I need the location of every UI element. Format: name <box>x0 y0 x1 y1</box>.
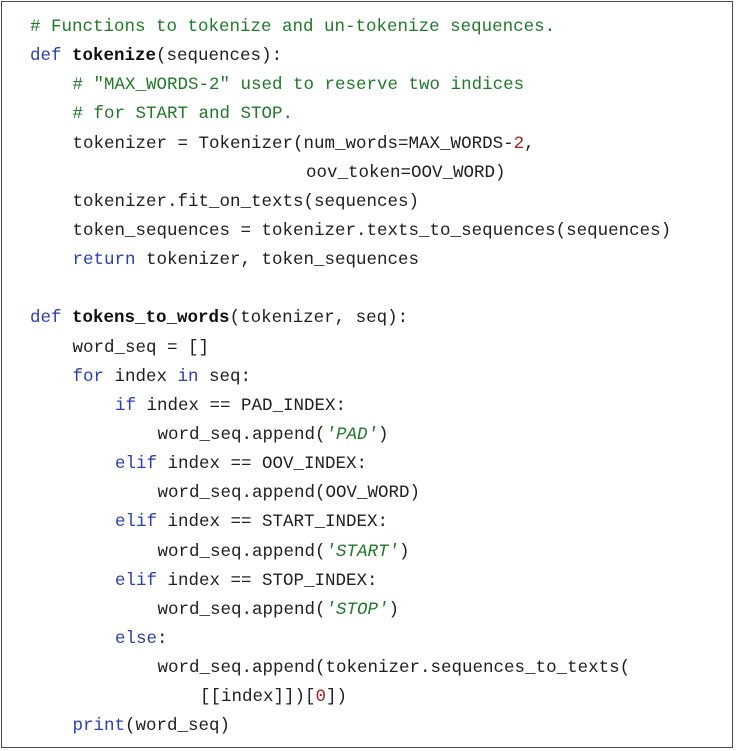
code-keyword: elif <box>115 512 158 533</box>
code-text: index == START_INDEX: <box>157 512 389 533</box>
code-line: elif index == OOV_INDEX: <box>2 450 734 479</box>
code-line: token_sequences = tokenizer.texts_to_seq… <box>2 217 734 246</box>
code-text: tokenizer = Tokenizer(num_words=MAX_WORD… <box>72 133 514 154</box>
code-text: word_seq.append( <box>157 599 326 620</box>
code-keyword: return <box>72 250 136 271</box>
code-text <box>62 308 73 328</box>
code-line: word_seq.append('PAD') <box>2 421 734 450</box>
code-text: (word_seq) <box>125 716 231 737</box>
code-text: (tokenizer, seq): <box>229 308 409 329</box>
code-number: 2 <box>513 133 525 154</box>
code-keyword: in <box>177 366 199 387</box>
code-text: (sequences): <box>156 46 283 67</box>
code-line: # "MAX_WORDS-2" used to reserve two indi… <box>2 71 734 100</box>
code-keyword: elif <box>115 570 158 591</box>
code-line: return tokenizer, token_sequences <box>2 246 734 275</box>
code-text: word_seq.append( <box>157 541 326 562</box>
code-line: word_seq.append(OOV_WORD) <box>2 479 734 508</box>
code-line: def tokens_to_words(tokenizer, seq): <box>2 304 734 333</box>
code-text: index == PAD_INDEX: <box>136 395 347 416</box>
code-string: 'PAD' <box>325 424 379 445</box>
code-keyword: if <box>115 395 137 416</box>
code-line: word_seq.append('START') <box>2 538 734 567</box>
code-number: 0 <box>315 687 327 708</box>
code-line: def tokenize(sequences): <box>2 42 734 71</box>
code-function-name: tokenize <box>72 46 157 67</box>
code-text: tokenizer.fit_on_texts(sequences) <box>72 191 420 212</box>
code-block: # Functions to tokenize and un-tokenize … <box>2 13 734 742</box>
code-text <box>62 46 73 66</box>
code-string: 'STOP' <box>325 599 389 620</box>
code-line <box>2 275 734 304</box>
code-keyword: elif <box>115 454 158 475</box>
code-text: word_seq.append(OOV_WORD) <box>157 483 421 504</box>
code-text: ]) <box>326 687 348 708</box>
code-line: elif index == STOP_INDEX: <box>2 567 734 596</box>
code-line: # for START and STOP. <box>2 100 734 129</box>
code-line: tokenizer.fit_on_texts(sequences) <box>2 188 734 217</box>
code-line: word_seq.append('STOP') <box>2 596 734 625</box>
code-string: 'START' <box>325 541 400 562</box>
code-text: word_seq = [] <box>72 337 210 358</box>
code-text: index == STOP_INDEX: <box>157 570 378 591</box>
code-line: word_seq = [] <box>2 334 734 363</box>
code-line: for index in seq: <box>2 363 734 392</box>
code-text: ) <box>388 599 400 620</box>
code-comment: # "MAX_WORDS-2" used to reserve two indi… <box>72 75 525 96</box>
code-line: if index == PAD_INDEX: <box>2 392 734 421</box>
code-text: [[index]])[ <box>200 687 316 708</box>
code-text: ) <box>399 541 410 562</box>
code-text: index == OOV_INDEX: <box>157 454 368 475</box>
code-line: [[index]])[0]) <box>2 683 734 712</box>
code-function-name: tokens_to_words <box>72 308 230 329</box>
code-keyword: def <box>30 308 62 329</box>
code-line: oov_token=OOV_WORD) <box>2 159 734 188</box>
code-line: else: <box>2 625 734 654</box>
code-text: seq: <box>198 366 252 387</box>
code-comment: # Functions to tokenize and un-tokenize … <box>30 17 556 37</box>
code-text: oov_token=OOV_WORD) <box>306 162 506 183</box>
code-line: elif index == START_INDEX: <box>2 508 734 537</box>
code-line: word_seq.append(tokenizer.sequences_to_t… <box>2 654 734 683</box>
code-keyword: for <box>72 366 105 387</box>
code-line: # Functions to tokenize and un-tokenize … <box>2 13 734 42</box>
code-line: print(word_seq) <box>2 712 734 741</box>
code-keyword: def <box>30 46 62 67</box>
code-keyword: else <box>115 628 158 649</box>
code-text: : <box>157 628 168 649</box>
code-text: ) <box>378 424 389 445</box>
code-line: tokenizer = Tokenizer(num_words=MAX_WORD… <box>2 130 734 159</box>
code-text: , <box>524 133 535 154</box>
code-text: word_seq.append( <box>157 424 326 445</box>
code-text: token_sequences = tokenizer.texts_to_seq… <box>72 220 672 241</box>
code-text: index <box>104 366 178 387</box>
code-keyword: print <box>72 716 126 737</box>
code-text: word_seq.append(tokenizer.sequences_to_t… <box>157 658 631 679</box>
code-comment: # for START and STOP. <box>72 104 294 125</box>
code-text: tokenizer, token_sequences <box>135 250 420 271</box>
